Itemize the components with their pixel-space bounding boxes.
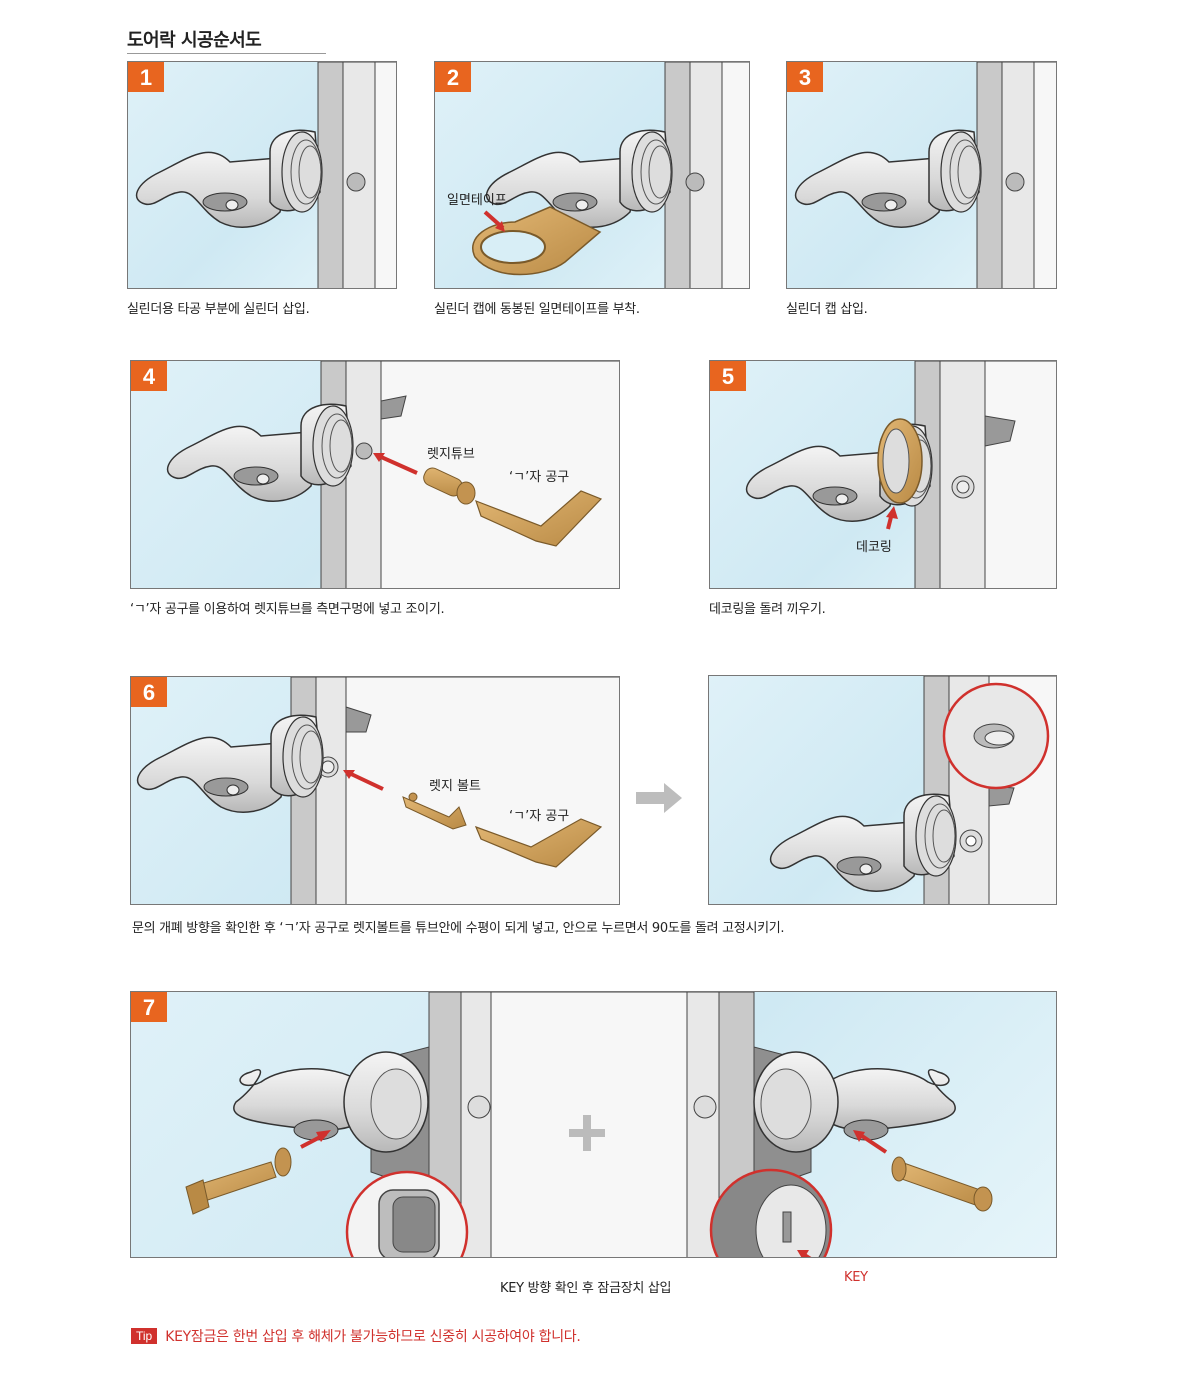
step-2-panel: 일면테이프 2: [434, 61, 750, 289]
tube-label: 렛지튜브: [427, 447, 475, 462]
step-number: 3: [787, 62, 823, 92]
step-4-panel: 렛지튜브 ‘ㄱ’자 공구 4: [130, 360, 620, 589]
step-number: 5: [710, 361, 746, 391]
step-7-panel: 7: [130, 991, 1057, 1258]
step-number: 1: [128, 62, 164, 92]
decoring-label: 데코링: [856, 540, 892, 555]
right-lever-icon: [753, 1051, 956, 1153]
step-3-panel: 3: [786, 61, 1057, 289]
bolt-label: 렛지 볼트: [429, 779, 481, 794]
step-1-panel: 1: [127, 61, 397, 289]
step-5-caption: 데코링을 돌려 끼우기.: [709, 602, 826, 617]
arrow-right-icon: [636, 783, 682, 813]
tape-label: 일면테이프: [447, 193, 507, 208]
tip-text: KEY잠금은 한번 삽입 후 해체가 불가능하므로 신중히 시공하여야 합니다.: [165, 1329, 581, 1345]
step-4-caption: ‘ㄱ’자 공구를 이용하여 렛지튜브를 측면구멍에 넣고 조이기.: [130, 602, 445, 617]
step-1-caption: 실린더용 타공 부분에 실린더 삽입.: [127, 302, 310, 317]
tool-label: ‘ㄱ’자 공구: [509, 470, 569, 485]
step-6-caption: 문의 개폐 방향을 확인한 후 ‘ㄱ’자 공구로 렛지볼트를 튜브안에 수평이 …: [132, 921, 785, 936]
step-5-panel: 데코링 5: [709, 360, 1057, 589]
plus-icon: [569, 1115, 605, 1151]
step-7-caption: KEY 방향 확인 후 잠금장치 삽입: [500, 1281, 672, 1296]
step-6-panel: 렛지 볼트 ‘ㄱ’자 공구 6: [130, 676, 620, 905]
tip-row: Tip KEY잠금은 한번 삽입 후 해체가 불가능하므로 신중히 시공하여야 …: [131, 1326, 581, 1346]
step-2-caption: 실린더 캡에 동봉된 일면테이프를 부착.: [434, 302, 640, 317]
step-number: 4: [131, 361, 167, 391]
tool-label: ‘ㄱ’자 공구: [509, 809, 569, 824]
step-3-caption: 실린더 캡 삽입.: [786, 302, 868, 317]
step-number: 7: [131, 992, 167, 1022]
page-title: 도어락 시공순서도: [127, 30, 262, 51]
step-number: 2: [435, 62, 471, 92]
tip-badge: Tip: [131, 1328, 158, 1344]
left-lever-icon: [233, 1051, 429, 1153]
title-underline: [127, 53, 326, 54]
key-label: KEY: [844, 1270, 868, 1285]
step-6-result-panel: [708, 675, 1057, 905]
step-number: 6: [131, 677, 167, 707]
